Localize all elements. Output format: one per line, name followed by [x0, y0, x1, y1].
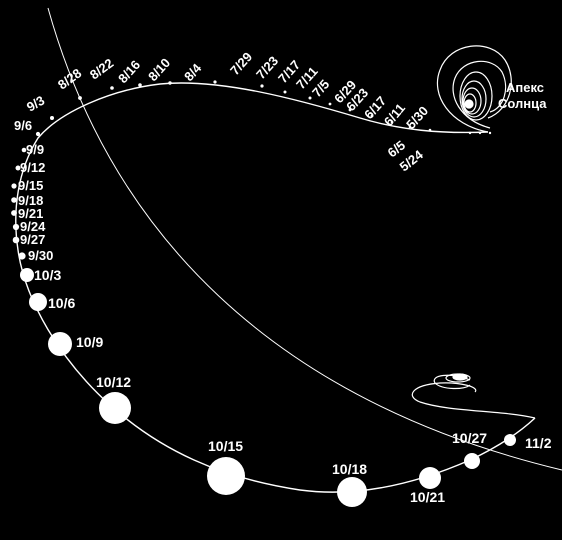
date-label-10-6: 10/6 — [48, 295, 75, 311]
date-dot-10-9 — [48, 332, 72, 356]
sun-apex-label-line2: Солнца — [498, 96, 547, 111]
date-label-9-24: 9/24 — [20, 219, 46, 234]
date-dot-8-28 — [78, 96, 82, 100]
date-dot-7-17 — [308, 96, 312, 100]
date-labels: 5/245/306/56/116/176/236/297/57/117/177/… — [14, 49, 552, 505]
date-label-8-22: 8/22 — [87, 55, 116, 82]
date-label-10-27: 10/27 — [452, 430, 487, 446]
date-label-9-9: 9/9 — [26, 142, 44, 157]
date-label-9-27: 9/27 — [20, 232, 45, 247]
date-dot-9-9 — [21, 147, 27, 153]
date-dot-9-6 — [35, 131, 41, 137]
date-label-9-15: 9/15 — [18, 178, 43, 193]
date-dot-9-27 — [12, 236, 20, 244]
date-markers — [11, 80, 516, 507]
date-label-10-18: 10/18 — [332, 461, 367, 477]
date-dot-10-18 — [337, 477, 367, 507]
date-dot-8-10 — [168, 81, 172, 85]
date-dot-10-27 — [464, 453, 480, 469]
date-dot-9-12 — [15, 165, 21, 171]
date-dot-9-18 — [11, 197, 17, 203]
date-label-10-15: 10/15 — [208, 438, 243, 454]
date-dot-7-29 — [260, 84, 264, 88]
date-dot-6-23 — [390, 120, 394, 124]
date-dot-6-29 — [370, 114, 374, 118]
date-dot-9-30 — [18, 252, 26, 260]
sun-apex-label-line1: Апекс — [506, 80, 544, 95]
date-dot-10-21 — [419, 467, 441, 489]
date-label-11-2: 11/2 — [525, 435, 552, 451]
date-dot-6-17 — [408, 125, 412, 129]
date-dot-7-5 — [348, 108, 352, 112]
date-dot-8-16 — [138, 83, 142, 87]
date-dot-11-2 — [504, 434, 516, 446]
lower-loop — [411, 373, 536, 419]
orbit-arc — [47, 7, 562, 471]
date-dot-8-22 — [110, 86, 114, 90]
date-dot-10-15 — [207, 457, 245, 495]
date-label-7-29: 7/29 — [227, 49, 255, 78]
date-dot-6-11 — [428, 128, 432, 132]
date-label-9-18: 9/18 — [18, 193, 43, 208]
date-label-8-10: 8/10 — [145, 55, 173, 84]
date-dot-8-4 — [213, 80, 217, 84]
date-label-10-3: 10/3 — [34, 267, 61, 283]
date-dot-9-21 — [11, 210, 17, 216]
date-dot-10-12 — [99, 392, 131, 424]
date-dot-9-15 — [11, 183, 17, 189]
date-label-9-30: 9/30 — [28, 248, 53, 263]
date-dot-10-6 — [29, 293, 47, 311]
sun-apex-loops — [436, 45, 512, 133]
date-dot-9-3 — [50, 116, 54, 120]
date-dot-7-23 — [283, 90, 287, 94]
date-label-8-16: 8/16 — [115, 57, 143, 86]
date-label-8-4: 8/4 — [181, 60, 205, 84]
date-label-9-3: 9/3 — [24, 93, 47, 115]
date-label-9-12: 9/12 — [20, 160, 45, 175]
date-dot-5-24 — [488, 131, 492, 135]
date-dot-7-11 — [328, 102, 332, 106]
date-label-10-9: 10/9 — [76, 334, 103, 350]
trajectory-curve — [15, 82, 536, 493]
date-dot-6-5 — [468, 131, 472, 135]
date-label-10-21: 10/21 — [410, 489, 445, 505]
date-dot-9-24 — [12, 223, 20, 231]
date-dot-5-30 — [478, 131, 482, 135]
date-label-10-12: 10/12 — [96, 374, 131, 390]
date-label-9-6: 9/6 — [14, 118, 32, 133]
date-label-8-28: 8/28 — [55, 65, 84, 92]
date-dot-10-3 — [20, 268, 34, 282]
date-label-9-21: 9/21 — [18, 206, 43, 221]
